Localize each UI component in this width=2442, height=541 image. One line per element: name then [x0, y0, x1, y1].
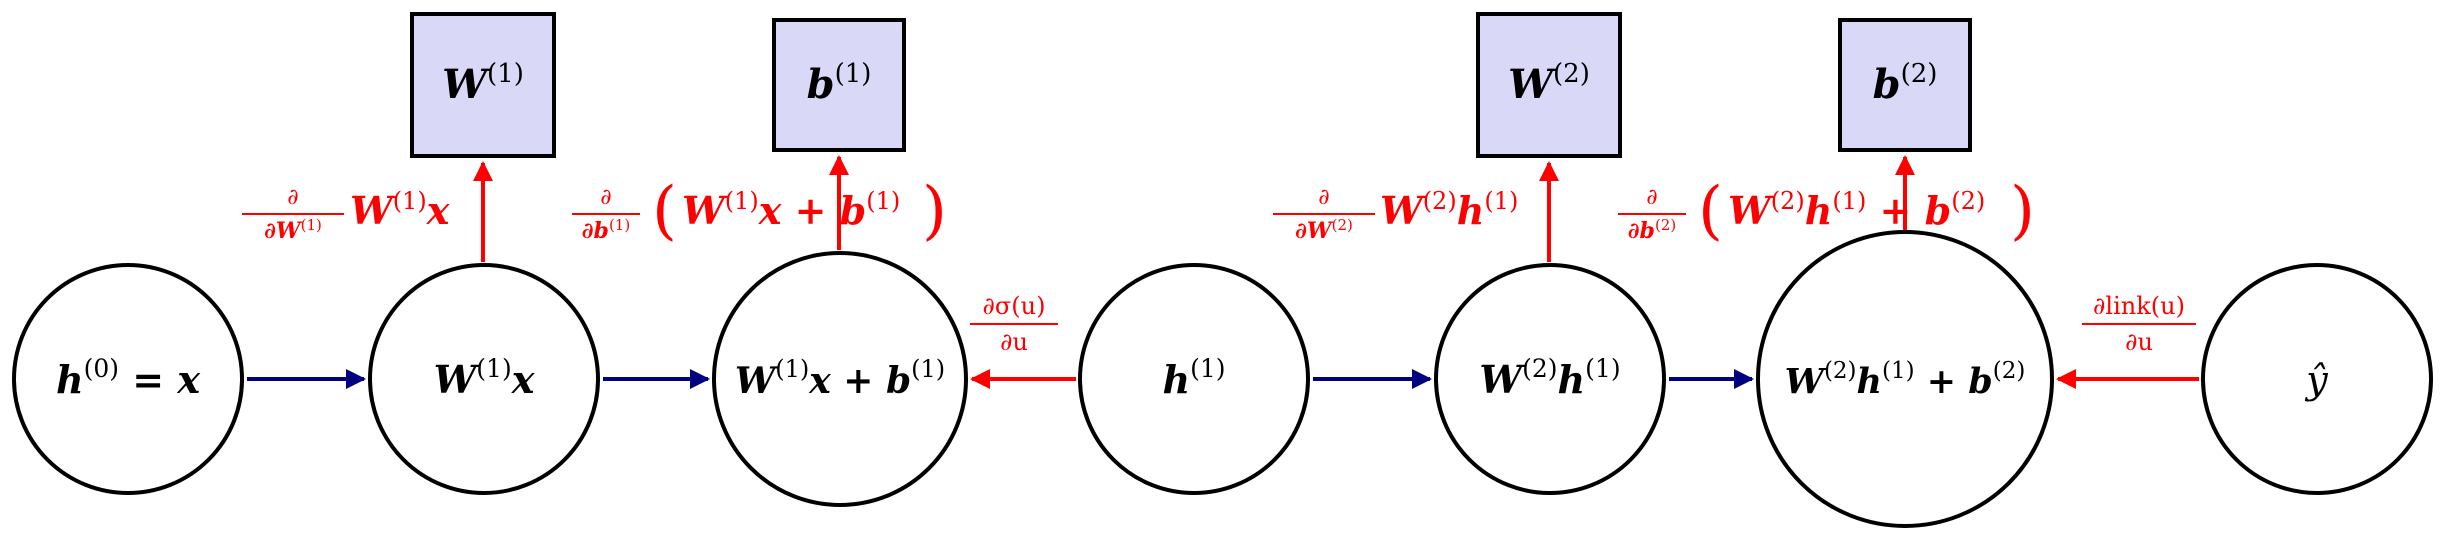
- svg-text:W(1)x + b(1): W(1)x + b(1): [735, 355, 945, 402]
- svg-text:∂σ(u): ∂σ(u): [983, 292, 1046, 320]
- param-box-b2: b(2): [1838, 18, 1972, 152]
- svg-text:W(1)x + b(1): W(1)x + b(1): [682, 187, 900, 233]
- svg-text:W(2)h(1): W(2)h(1): [1380, 187, 1518, 233]
- grad-label-db2: ∂ ∂b(2) ( W(2)h(1) + b(2) ): [1618, 174, 2035, 248]
- svg-text:W(1)x: W(1)x: [434, 354, 536, 402]
- grad-label-dW1: ∂ ∂W(1) W(1)x: [242, 185, 451, 244]
- svg-text:∂b(1): ∂b(1): [582, 216, 630, 244]
- grad-label-dsigma: ∂σ(u) ∂u: [970, 292, 1058, 356]
- svg-text:ŷ: ŷ: [2304, 358, 2328, 402]
- node-yhat: ŷ: [2201, 263, 2433, 495]
- grad-label-db1: ∂ ∂b(1) ( W(1)x + b(1) ): [572, 174, 947, 248]
- node-h0: h(0) = x: [12, 263, 244, 495]
- node-W1x: W(1)x: [368, 263, 600, 495]
- svg-text:∂u: ∂u: [1000, 328, 1028, 356]
- svg-text:(: (: [1698, 174, 1723, 248]
- param-box-b1: b(1): [772, 18, 906, 152]
- node-W2h1-plus-b2: W(2)h(1) + b(2): [1756, 230, 2054, 528]
- svg-text:W(2)h(1): W(2)h(1): [1479, 354, 1620, 402]
- svg-text:∂: ∂: [1318, 185, 1329, 210]
- param-box-W1: W(1): [410, 12, 556, 158]
- svg-text:∂: ∂: [600, 185, 611, 210]
- node-W1x-plus-b1: W(1)x + b(1): [712, 251, 968, 507]
- svg-text:∂link(u): ∂link(u): [2093, 292, 2185, 320]
- grad-label-dW2: ∂ ∂W(2) W(2)h(1): [1273, 185, 1518, 244]
- svg-text:W(2)h(1) + b(2): W(2)h(1) + b(2): [1785, 358, 2026, 402]
- svg-text:): ): [2010, 174, 2035, 248]
- svg-text:∂: ∂: [1646, 185, 1657, 210]
- svg-text:h(1): h(1): [1162, 354, 1225, 402]
- svg-text:W(2): W(2): [1508, 59, 1590, 108]
- svg-text:W(1)x: W(1)x: [350, 187, 451, 233]
- node-h1: h(1): [1078, 263, 1310, 495]
- svg-text:(: (: [652, 174, 677, 248]
- svg-text:∂W(2): ∂W(2): [1295, 216, 1353, 244]
- svg-text:∂W(1): ∂W(1): [264, 216, 322, 244]
- svg-text:W(2)h(1) + b(2): W(2)h(1) + b(2): [1728, 187, 1985, 233]
- node-W2h1: W(2)h(1): [1434, 263, 1666, 495]
- svg-text:b(1): b(1): [807, 59, 872, 108]
- svg-text:∂: ∂: [287, 185, 298, 210]
- svg-text:∂b(2): ∂b(2): [1628, 216, 1676, 244]
- svg-text:h(0) = x: h(0) = x: [56, 354, 201, 402]
- svg-text:∂u: ∂u: [2125, 328, 2153, 356]
- grad-label-dlink: ∂link(u) ∂u: [2082, 292, 2196, 356]
- svg-text:W(1): W(1): [442, 59, 524, 108]
- param-box-W2: W(2): [1476, 12, 1622, 158]
- svg-text:): ): [922, 174, 947, 248]
- svg-text:b(2): b(2): [1873, 59, 1938, 108]
